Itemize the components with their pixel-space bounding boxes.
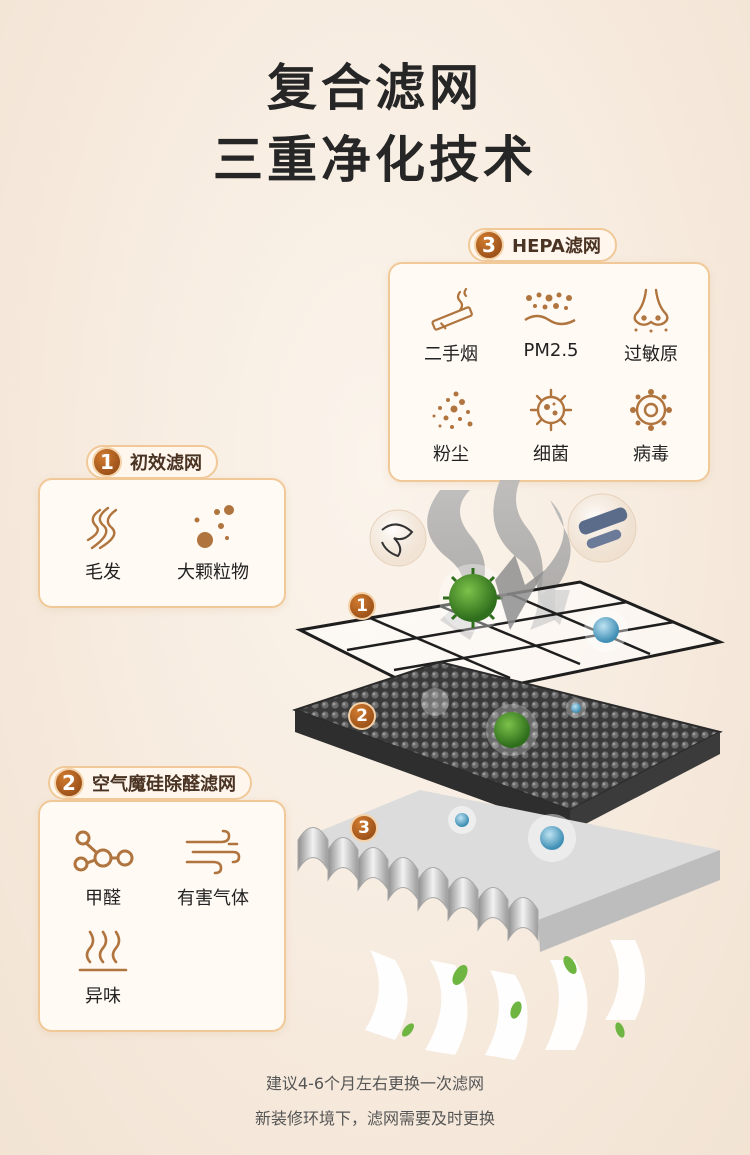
layer-3-marker: 3 bbox=[350, 814, 378, 842]
formaldehyde-title-badge: 2 空气魔硅除醛滤网 bbox=[48, 766, 252, 800]
item-label: 毛发 bbox=[85, 562, 121, 583]
footer-note-2: 新装修环境下，滤网需要及时更换 bbox=[254, 1109, 495, 1128]
list-item: 甲醛 bbox=[48, 828, 158, 910]
item-label: 大颗粒物 bbox=[177, 562, 249, 583]
section-title: 空气魔硅除醛滤网 bbox=[92, 774, 236, 795]
list-item: 病毒 bbox=[596, 386, 706, 466]
item-label: 病毒 bbox=[633, 444, 669, 465]
hepa-title-badge: 3 HEPA滤网 bbox=[468, 228, 617, 262]
number-badge: 1 bbox=[92, 447, 122, 477]
page-subtitle: 三重净化技术 bbox=[213, 131, 537, 189]
footer-note: 建议4-6个月左右更换一次滤网 bbox=[265, 1074, 485, 1093]
nose-icon bbox=[633, 288, 669, 333]
item-label: 二手烟 bbox=[424, 344, 478, 365]
cigarette-icon bbox=[431, 287, 473, 331]
number-badge: 3 bbox=[474, 230, 504, 260]
layer-2-marker: 2 bbox=[348, 702, 376, 730]
item-label: 粉尘 bbox=[433, 444, 469, 465]
item-label: 异味 bbox=[85, 986, 121, 1007]
pm25-icon bbox=[524, 292, 576, 326]
dust-icon bbox=[432, 391, 473, 429]
list-item: 二手烟 bbox=[396, 286, 506, 366]
molecule-icon bbox=[73, 830, 134, 872]
list-item: 毛发 bbox=[48, 504, 158, 584]
page-title: 复合滤网 bbox=[267, 59, 483, 117]
virus-icon bbox=[630, 389, 672, 431]
hepa-card: 二手烟 PM2.5 过敏原 bbox=[388, 262, 710, 482]
section-title: HEPA滤网 bbox=[512, 236, 601, 257]
list-item: 异味 bbox=[48, 926, 158, 1008]
primary-title-badge: 1 初效滤网 bbox=[86, 445, 218, 479]
diagram-illustration bbox=[291, 480, 725, 1060]
list-item: 粉尘 bbox=[396, 386, 506, 466]
gas-icon bbox=[185, 829, 241, 875]
primary-filter-card: 毛发 大颗粒物 bbox=[38, 478, 286, 608]
layer-1-marker: 1 bbox=[348, 592, 376, 620]
odor-icon bbox=[78, 930, 128, 972]
bacteria-icon bbox=[529, 388, 573, 432]
item-label: 有害气体 bbox=[177, 888, 249, 909]
list-item: 有害气体 bbox=[158, 828, 268, 910]
list-item: 细菌 bbox=[496, 386, 606, 466]
section-title: 初效滤网 bbox=[130, 453, 202, 474]
item-label: PM2.5 bbox=[523, 340, 579, 361]
list-item: PM2.5 bbox=[496, 286, 606, 361]
item-label: 过敏原 bbox=[624, 344, 678, 365]
list-item: 过敏原 bbox=[596, 286, 706, 366]
formaldehyde-filter-card: 甲醛 有害气体 异味 bbox=[38, 800, 286, 1032]
filter-layers-diagram: 1 2 3 bbox=[290, 470, 750, 1070]
hair-icon bbox=[86, 506, 118, 550]
item-label: 甲醛 bbox=[85, 888, 121, 909]
number-badge: 2 bbox=[54, 768, 84, 798]
item-label: 细菌 bbox=[533, 444, 569, 465]
particles-icon bbox=[194, 505, 234, 548]
list-item: 大颗粒物 bbox=[158, 504, 268, 584]
